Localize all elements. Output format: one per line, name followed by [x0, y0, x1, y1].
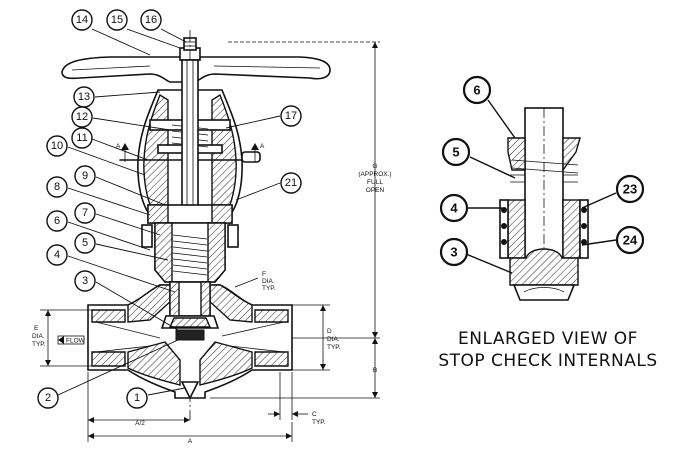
svg-text:6: 6	[54, 215, 60, 227]
enlarged-detail-view: 6 5 4 3 23 24 ENLARGED VIEW OF STOP CHEC…	[438, 75, 657, 371]
detail-caption-line1: ENLARGED VIEW OF	[458, 329, 638, 349]
dim-g-note-2: FULL	[367, 179, 383, 186]
dim-d-label: D	[327, 328, 332, 335]
detail-balloon-4: 4	[439, 193, 469, 223]
dim-e-label: E	[34, 325, 39, 332]
svg-text:4: 4	[54, 249, 60, 261]
svg-text:1: 1	[134, 392, 140, 404]
svg-text:2: 2	[45, 392, 51, 404]
detail-balloon-6: 6	[462, 75, 492, 105]
balloon-16: 16	[140, 9, 162, 31]
dim-a-label: A	[188, 438, 193, 445]
svg-text:3: 3	[450, 245, 457, 260]
svg-text:23: 23	[623, 182, 637, 197]
detail-balloon-24: 24	[615, 225, 645, 255]
dim-d-note-2: TYP.	[327, 344, 341, 351]
svg-text:7: 7	[82, 207, 88, 219]
main-section-view: A A	[32, 9, 392, 445]
dim-d-note-1: DIA.	[327, 336, 340, 343]
detail-spring	[510, 159, 579, 183]
dim-g-label: G	[372, 163, 377, 170]
dim-e-note-1: DIA.	[32, 333, 45, 340]
svg-text:13: 13	[78, 91, 90, 103]
balloon-9: 9	[74, 165, 96, 187]
svg-text:4: 4	[450, 201, 458, 216]
svg-text:5: 5	[452, 145, 459, 160]
balloon-2: 2	[37, 387, 59, 409]
dim-f-note-1: DIA.	[262, 278, 275, 285]
svg-text:8: 8	[54, 181, 60, 193]
flow-label: FLOW	[66, 338, 86, 345]
svg-text:6: 6	[473, 83, 480, 98]
detail-balloon-3: 3	[439, 237, 469, 267]
balloon-12: 12	[71, 106, 93, 128]
dim-g-note-1: (APPROX.)	[358, 171, 391, 178]
detail-balloon-23: 23	[615, 174, 645, 204]
main-leaders	[57, 28, 281, 396]
dim-f-note-2: TYP.	[262, 285, 276, 292]
balloon-6: 6	[46, 210, 68, 232]
dim-c-label: C	[312, 411, 317, 418]
svg-text:3: 3	[82, 275, 88, 287]
section-mark-left: A	[116, 143, 121, 150]
balloon-7: 7	[74, 202, 96, 224]
balloon-13: 13	[73, 86, 95, 108]
dim-f-label: F	[262, 271, 266, 278]
dim-e-note-2: TYP.	[32, 341, 46, 348]
balloon-3: 3	[74, 270, 96, 292]
balloon-8: 8	[46, 176, 68, 198]
main-balloons: 14 15 16 13 12 17 11 10 21 9 8 7 6 5 4 3…	[37, 9, 302, 409]
balloon-15: 15	[106, 9, 128, 31]
svg-text:12: 12	[76, 111, 88, 123]
section-mark-right: A	[260, 143, 265, 150]
detail-disc	[509, 248, 579, 301]
balloon-4: 4	[46, 244, 68, 266]
svg-text:16: 16	[145, 14, 157, 26]
disc-assembly	[160, 281, 220, 341]
svg-text:24: 24	[623, 233, 638, 248]
svg-text:15: 15	[111, 14, 123, 26]
valve-body	[87, 284, 293, 400]
detail-caption-line2: STOP CHECK INTERNALS	[438, 351, 657, 371]
balloon-11: 11	[71, 127, 93, 149]
svg-text:21: 21	[285, 177, 297, 189]
balloon-14: 14	[71, 9, 93, 31]
flow-arrow: FLOW	[57, 335, 86, 345]
svg-text:14: 14	[76, 14, 88, 26]
balloon-5: 5	[74, 232, 96, 254]
dim-b-label: B	[373, 367, 377, 374]
detail-balloon-5: 5	[441, 137, 471, 167]
detail-leaders	[465, 99, 617, 274]
svg-text:17: 17	[285, 110, 297, 122]
detail-balloons: 6 5 4 3 23 24	[439, 75, 645, 267]
dim-g: G (APPROX.) FULL OPEN	[228, 41, 392, 338]
balloon-17: 17	[280, 105, 302, 127]
balloon-10: 10	[46, 135, 68, 157]
dim-g-note-3: OPEN	[366, 187, 385, 194]
dim-c-note: TYP.	[312, 419, 326, 426]
balloon-21: 21	[280, 172, 302, 194]
svg-text:5: 5	[82, 237, 88, 249]
balloon-1: 1	[126, 387, 148, 409]
svg-text:11: 11	[76, 132, 87, 144]
dim-a-half-label: A/2	[135, 420, 145, 427]
svg-text:9: 9	[82, 170, 88, 182]
bonnet-neck	[147, 204, 233, 283]
svg-text:10: 10	[51, 140, 63, 152]
